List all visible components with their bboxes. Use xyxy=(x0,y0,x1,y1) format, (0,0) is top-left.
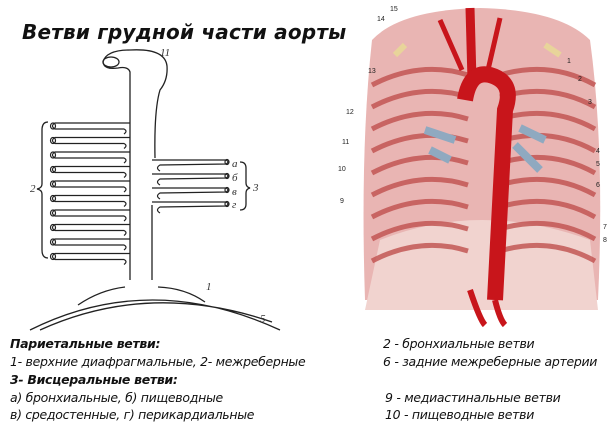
intercostal-branch xyxy=(51,122,130,135)
rib xyxy=(370,176,469,198)
rib xyxy=(370,88,469,110)
intercostal-branch xyxy=(51,180,130,193)
branch-opening xyxy=(49,252,57,261)
arch-opening xyxy=(102,56,120,68)
visceral-branch xyxy=(152,173,229,186)
figure-label-12: 12 xyxy=(346,109,354,116)
figure-label-9: 9 xyxy=(340,198,344,205)
figure-label-1: 1 xyxy=(567,58,571,65)
branch-opening xyxy=(49,194,57,203)
label-g: г xyxy=(232,199,237,211)
legend-parietal-heading: Париетальные ветви: xyxy=(10,336,161,351)
figure-label-15: 15 xyxy=(390,6,398,13)
slide-title: Ветви грудной части аорты xyxy=(22,20,347,44)
branch-opening xyxy=(224,186,230,194)
legend-right-9: 9 - медиастинальные ветви xyxy=(385,390,561,405)
label-5: 5 xyxy=(260,313,266,325)
visceral-branch xyxy=(152,187,229,200)
figure-label-2: 2 xyxy=(578,76,582,83)
label-3: 3 xyxy=(252,182,259,194)
rib xyxy=(499,176,597,198)
figure-label-8: 8 xyxy=(603,237,607,244)
phrenic-branches xyxy=(77,286,206,306)
label-11: 11 xyxy=(160,47,170,59)
branch-opening xyxy=(49,238,57,246)
label-b: б xyxy=(232,172,238,184)
label-v: в xyxy=(232,186,237,198)
legend-right-6: 6 - задние межреберные артерии xyxy=(383,354,598,369)
legend-visceral-vg: в) средостенные, г) перикардиальные xyxy=(10,407,255,422)
branch-opening xyxy=(49,122,57,130)
branch-opening xyxy=(49,209,57,217)
legend-visceral-heading: 3- Висцеральные ветви: xyxy=(10,372,178,387)
rib xyxy=(499,220,597,242)
label-2: 2 xyxy=(30,183,36,195)
rib xyxy=(370,66,469,88)
aortic-arch xyxy=(102,49,168,159)
diaphragm xyxy=(29,299,281,331)
branch-opening xyxy=(49,223,57,232)
figure-label-3: 3 xyxy=(588,99,592,106)
rib xyxy=(370,242,469,264)
label-a: а xyxy=(232,158,238,170)
figure-label-4: 4 xyxy=(596,148,600,155)
branch-opening xyxy=(224,172,230,180)
branch-opening xyxy=(224,158,230,166)
legend-right-2: 2 - бронхиальные ветви xyxy=(383,336,535,351)
brace-parietal xyxy=(36,121,49,259)
intercostal-branch xyxy=(51,151,130,164)
rib xyxy=(370,220,469,242)
intercostal-branch xyxy=(51,252,130,265)
figure-label-5: 5 xyxy=(596,161,600,168)
brace-visceral xyxy=(239,161,251,211)
rib xyxy=(370,110,469,132)
branch-opening xyxy=(224,200,230,208)
rib xyxy=(499,242,597,264)
intercostal-branch xyxy=(51,238,130,251)
label-1: 1 xyxy=(206,281,212,293)
rib xyxy=(499,66,597,88)
rib xyxy=(370,154,469,176)
figure-label-13: 13 xyxy=(368,68,376,75)
figure-label-14: 14 xyxy=(377,16,385,23)
figure-label-7: 7 xyxy=(603,224,607,231)
intercostal-branch xyxy=(51,209,130,222)
branch-opening xyxy=(49,165,57,174)
branch-opening xyxy=(49,151,57,159)
visceral-branch xyxy=(152,159,229,172)
intercostal-branch xyxy=(51,165,130,178)
legend-visceral-ab: а) бронхиальные, б) пищеводные xyxy=(10,390,223,405)
rib xyxy=(370,198,469,220)
figure-label-10: 10 xyxy=(338,166,346,173)
legend-parietal-items: 1- верхние диафрагмальные, 2- межреберны… xyxy=(10,354,306,369)
visceral-branch xyxy=(152,201,229,214)
figure-label-11: 11 xyxy=(342,139,349,146)
intercostal-branch xyxy=(51,194,130,207)
rib xyxy=(499,154,597,176)
rib xyxy=(370,132,469,154)
thorax-illustration xyxy=(363,7,601,328)
intercostal-branch xyxy=(51,136,130,149)
figure-label-6: 6 xyxy=(596,182,600,189)
branch-opening xyxy=(49,180,57,188)
descending-aorta xyxy=(129,120,153,280)
branch-opening xyxy=(49,136,57,145)
legend-right-10: 10 - пищеводные ветви xyxy=(385,407,535,422)
intercostal-branch xyxy=(51,223,130,236)
rib xyxy=(499,198,597,220)
